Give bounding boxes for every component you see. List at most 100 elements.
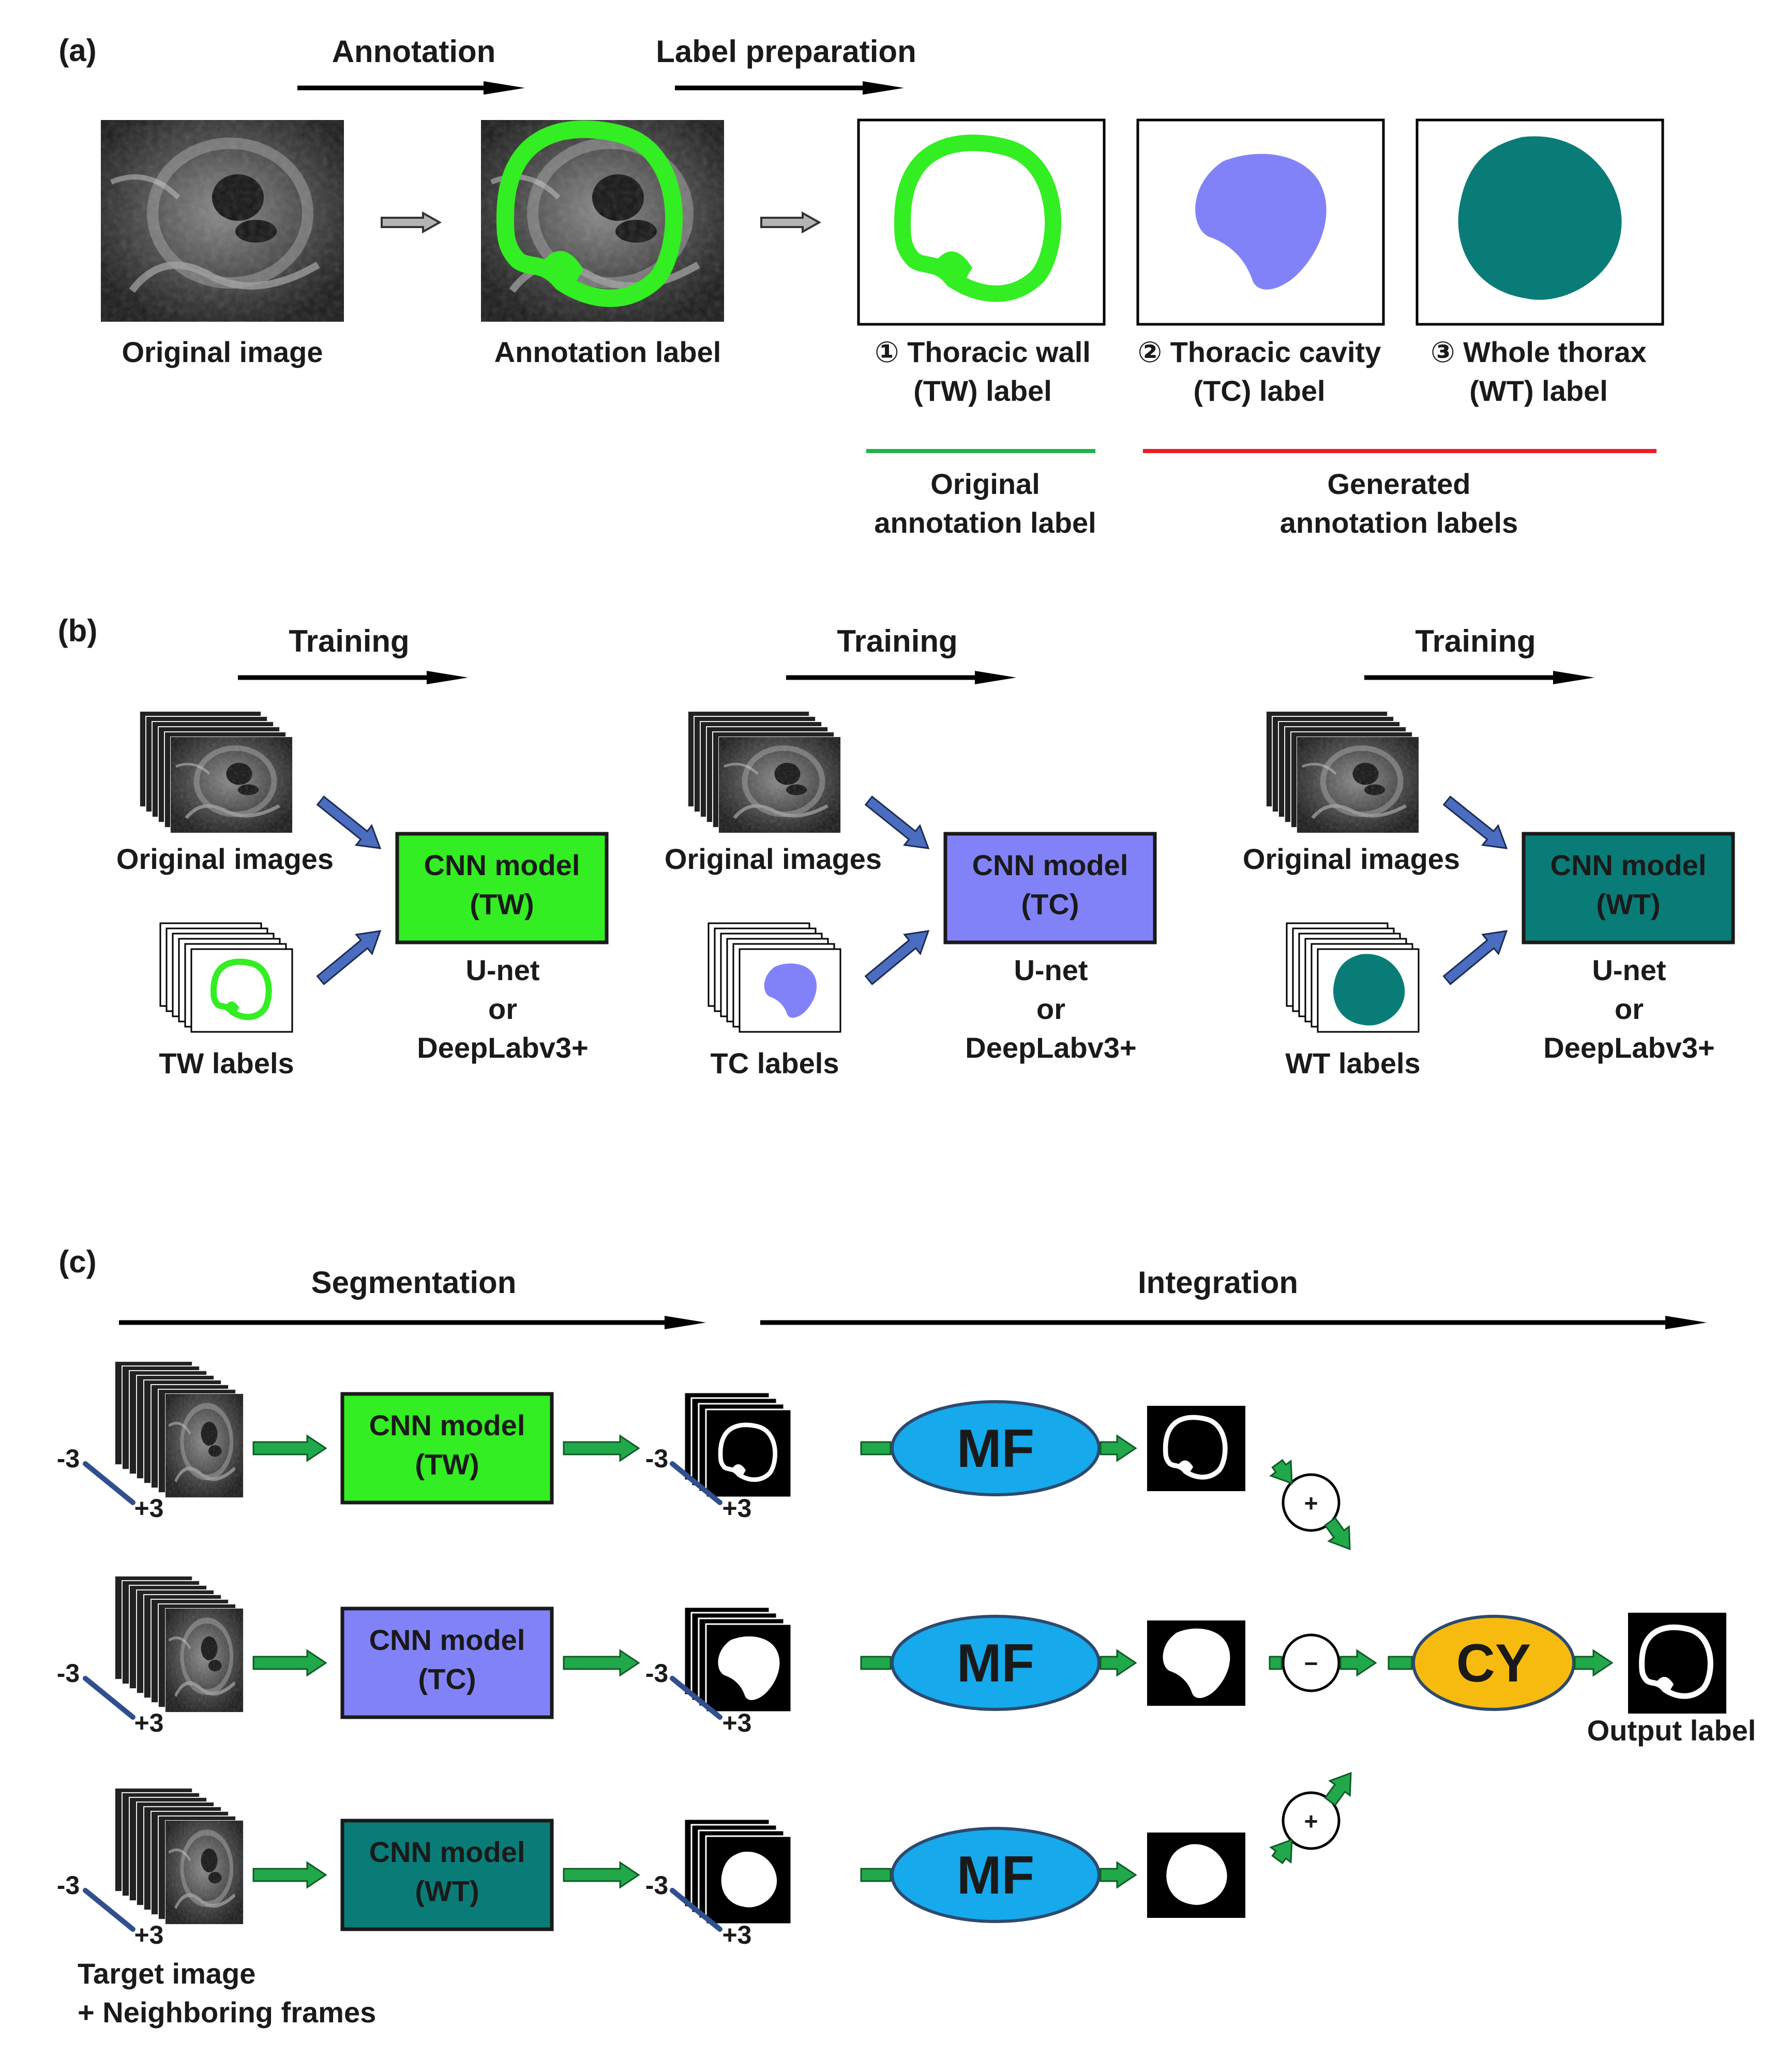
stub-cy-in [1388, 1656, 1413, 1670]
target-stack-0 [114, 1361, 243, 1497]
slice-axis-out-0 [670, 1461, 722, 1505]
annotation-overlay [496, 120, 683, 307]
minus-op-middle: − [1282, 1633, 1341, 1692]
minus3-label-1: -3 [57, 1659, 80, 1688]
cnn-model-c-1-subtitle: (TC) [418, 1662, 476, 1695]
flow-arrow-out-1 [563, 1649, 640, 1677]
cnn-model-b-1-title: CNN model [972, 849, 1128, 881]
wt-label-shape [1458, 136, 1622, 300]
original-images-caption-1: Original images [665, 843, 882, 875]
cnn-model-c-2: CNN model(WT) [340, 1819, 554, 1931]
annotation-arrow-label: Annotation [332, 34, 496, 69]
panel-c-label: (c) [58, 1244, 96, 1279]
flow-arrow-in-1 [252, 1649, 327, 1677]
train-arrow-top-1 [864, 795, 930, 849]
tw-caption-line2: (TW) label [913, 374, 1052, 407]
plus3-out-label-1: +3 [722, 1708, 751, 1737]
flow-arrow-mf-1 [1100, 1649, 1137, 1677]
plus3-out-label-2: +3 [722, 1920, 751, 1949]
slice-axis-2 [83, 1888, 135, 1932]
tw-label-shape [894, 134, 1061, 302]
slice-axis-out-2 [670, 1888, 722, 1932]
mf-node-0: MF [891, 1400, 1101, 1496]
minus3-label-0: -3 [57, 1444, 80, 1473]
flow-arrow-out-2 [563, 1861, 640, 1889]
label-prep-arrow [675, 81, 904, 95]
wt-caption-line1: ③ Whole thorax [1430, 336, 1647, 368]
mf-output-2-shape [1166, 1844, 1227, 1905]
cnn-model-b-1-subtitle: (TC) [1021, 888, 1079, 920]
output-label-image-shape [1639, 1624, 1713, 1699]
mf-output-2 [1147, 1833, 1245, 1918]
cnn-model-b-2: CNN model(WT) [1522, 832, 1735, 944]
labels-shape-0-notch [225, 1001, 239, 1015]
labels-shape-0 [210, 958, 272, 1020]
original-images-caption-2: Original images [1243, 843, 1460, 875]
cnn-model-b-0-subtitle: (TW) [470, 888, 534, 920]
flow-arrow-mf-0 [1100, 1434, 1137, 1462]
wt-caption-line2: (WT) label [1469, 374, 1608, 407]
stub-mf-in-0 [860, 1441, 892, 1455]
training-label-2: Training [1415, 624, 1535, 658]
target-caption-1: Target image [78, 1957, 255, 1990]
original-images-stack-2 [1266, 711, 1419, 833]
minus3-label-2: -3 [57, 1871, 80, 1900]
cnn-model-c-0-subtitle: (TW) [415, 1448, 479, 1480]
op-arrow-top-in [1269, 1459, 1293, 1485]
labels-caption-1: TC labels [711, 1047, 839, 1079]
minus3-out-label-2: -3 [645, 1871, 668, 1900]
mf-output-1 [1147, 1620, 1245, 1706]
cnn-model-c-1: CNN model(TC) [340, 1606, 554, 1719]
labels-stack-0 [159, 922, 293, 1033]
plus3-label-1: +3 [134, 1708, 163, 1737]
stub-mf-in-2 [860, 1868, 892, 1882]
mask-stack-0-shape-notch [731, 1464, 746, 1478]
training-label-0: Training [289, 624, 409, 658]
mask-stack-2 [683, 1818, 792, 1925]
slice-axis-0 [83, 1461, 135, 1505]
mf-node-2: MF [891, 1827, 1101, 1923]
deeplab-label-0: DeepLabv3+ [417, 1031, 589, 1064]
stub-minus-in [1269, 1656, 1283, 1670]
mf-output-0-shape [1163, 1415, 1228, 1480]
train-arrow-bottom-0 [316, 930, 382, 985]
integration-label: Integration [1138, 1265, 1298, 1300]
generated-group-label-1: Generated [1328, 468, 1471, 500]
original-group-label-2: annotation label [874, 506, 1096, 539]
generated-group-label-2: annotation labels [1280, 506, 1518, 539]
mask-stack-0 [683, 1391, 792, 1498]
or-label-0: or [488, 993, 517, 1025]
segmentation-label: Segmentation [311, 1265, 517, 1300]
plus3-label-2: +3 [134, 1920, 163, 1949]
train-arrow-bottom-1 [864, 930, 930, 985]
stub-mf-in-1 [860, 1656, 892, 1670]
mf-node-1-label: MF [957, 1633, 1034, 1693]
deeplab-label-1: DeepLabv3+ [965, 1031, 1137, 1064]
mask-stack-0-shape [718, 1422, 778, 1482]
annotation-overlay-notch [540, 250, 584, 291]
plus3-label-0: +3 [134, 1494, 163, 1523]
flow-arrow-cy-out [1574, 1649, 1614, 1677]
cnn-model-b-2-title: CNN model [1550, 849, 1707, 881]
mask-stack-2-shape [721, 1852, 777, 1908]
label-prep-arrow-label: Label preparation [656, 34, 916, 69]
cnn-model-b-0: CNN model (TW) [395, 832, 609, 944]
cnn-model-c-2-subtitle: (WT) [415, 1874, 479, 1907]
training-arrow-1 [786, 671, 1016, 684]
op-arrow-bottom-in [1269, 1838, 1293, 1865]
original-images-stack-1 [687, 711, 840, 833]
cy-node-label: CY [1456, 1633, 1531, 1693]
labels-shape-2 [1333, 954, 1405, 1026]
plus-op-top: + [1282, 1473, 1341, 1532]
unet-label-0: U-net [465, 954, 539, 986]
cnn-model-b-0-title: CNN model [424, 849, 580, 881]
training-label-1: Training [837, 624, 957, 658]
minus3-out-label-0: -3 [645, 1444, 668, 1473]
minus3-out-label-1: -3 [645, 1659, 668, 1688]
segmentation-arrow [119, 1316, 706, 1329]
plus3-out-label-0: +3 [722, 1494, 751, 1523]
plus-op-top-symbol: + [1304, 1490, 1318, 1517]
minus-op-middle-symbol: − [1304, 1650, 1318, 1677]
slice-axis-out-1 [670, 1676, 722, 1720]
